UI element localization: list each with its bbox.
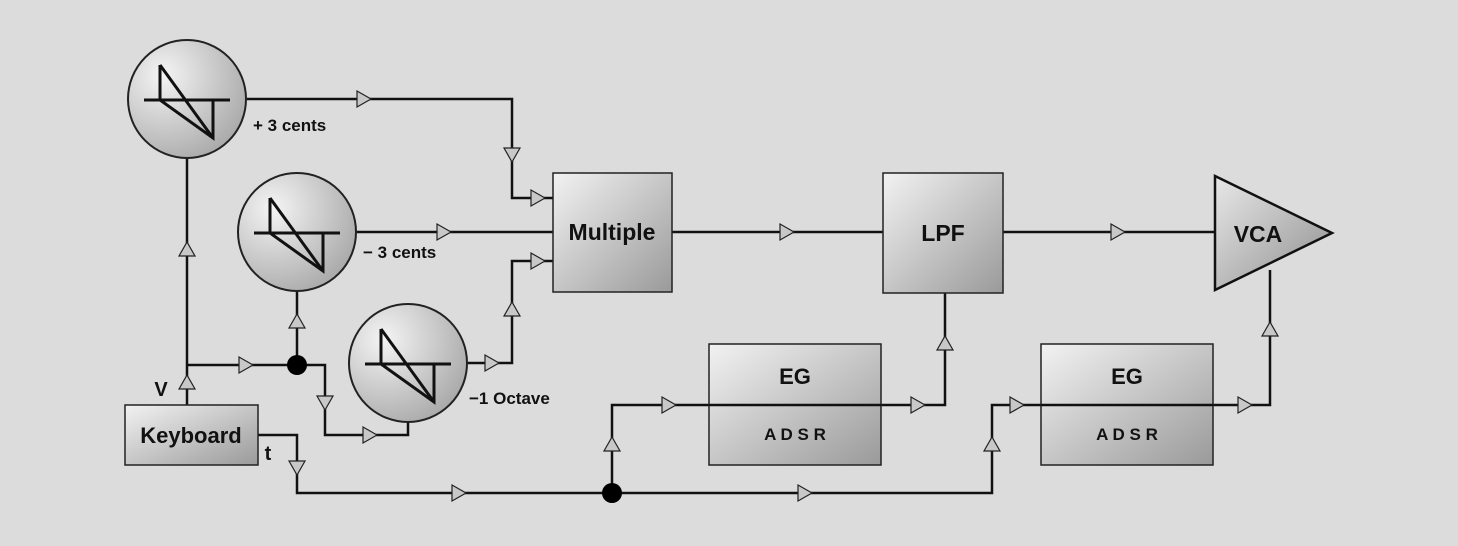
arrow-right-icon [779,222,796,242]
arrow-right-icon [1237,395,1254,415]
arrow-right-icon [436,222,453,242]
arrow-right-icon [530,251,547,271]
multiple-block-label: Multiple [569,219,656,245]
arrow-up-icon [935,334,955,351]
trigger-port-label: t [265,443,272,465]
arrow-right-icon [1009,395,1026,415]
arrow-up-icon [602,435,622,452]
voltage-port-label: V [154,379,168,401]
arrow-right-icon [362,425,379,445]
arrow-up-icon [982,435,1002,452]
vca-amplifier-icon [1213,174,1335,292]
eg-block-2-title: EG [1111,364,1143,389]
wire-junction-osc3 [297,363,410,437]
arrow-right-icon [530,188,547,208]
arrow-right-icon [797,483,814,503]
arrow-right-icon [910,395,927,415]
oscillator-2-label: − 3 cents [363,243,436,262]
arrow-right-icon [484,353,501,373]
arrow-up-icon [502,300,522,317]
multiple-block: Multiple [552,172,673,293]
vca-block-label: VCA [1234,221,1283,247]
lpf-block: LPF [882,172,1004,294]
arrows [177,89,1280,503]
junction-dot-v [287,355,307,375]
arrow-up-icon [287,312,307,329]
eg-block-1: EG A D S R [708,343,882,466]
keyboard-block: Keyboard V t [124,379,272,466]
oscillator-2: − 3 cents [237,172,436,292]
keyboard-block-body [124,404,259,466]
lpf-block-label: LPF [921,220,964,246]
sawtooth-wave-icon [365,328,451,405]
wires [185,97,1272,495]
wire-eg1-lpf [881,293,947,407]
oscillator-3: −1 Octave [348,303,550,423]
eg-block-1-title: EG [779,364,811,389]
oscillator-3-label: −1 Octave [469,389,550,408]
arrow-up-icon [1260,320,1280,337]
arrow-right-icon [661,395,678,415]
arrow-right-icon [451,483,468,503]
arrow-up-icon [177,373,197,390]
sawtooth-wave-icon [254,197,340,274]
multiple-block-body [552,172,673,293]
wire-gate [258,403,1041,495]
oscillator-1-label: + 3 cents [253,116,326,135]
arrow-down-icon [502,147,522,164]
sawtooth-wave-icon [144,64,230,141]
wire-eg2-vca [1213,270,1272,407]
arrow-down-icon [287,460,307,477]
eg-block-1-sublabel: A D S R [764,425,826,444]
eg-block-2-sublabel: A D S R [1096,425,1158,444]
eg-block-2: EG A D S R [1040,343,1214,466]
arrow-right-icon [356,89,373,109]
keyboard-block-label: Keyboard [140,423,241,448]
arrow-down-icon [315,395,335,412]
oscillator-1: + 3 cents [127,39,326,159]
arrow-right-icon [1110,222,1127,242]
arrow-right-icon [238,355,255,375]
arrow-up-icon [177,240,197,257]
wire-gate-eg1 [610,403,709,493]
vca-block: VCA [1213,174,1335,292]
junction-dot-gate [602,483,622,503]
lpf-block-body [882,172,1004,294]
